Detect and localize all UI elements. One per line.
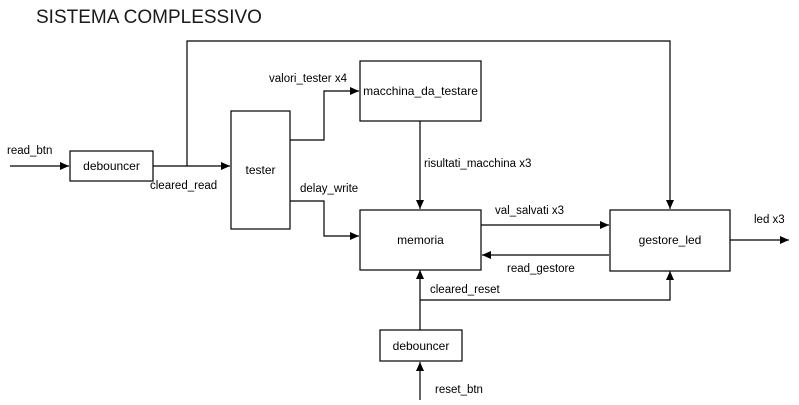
block-macchina-label: macchina_da_testare	[363, 84, 478, 98]
label-valori-tester: valori_tester x4	[269, 73, 348, 85]
block-memoria: memoria	[359, 209, 482, 271]
label-delay-write: delay_write	[300, 183, 358, 195]
block-gestore-led: gestore_led	[609, 209, 731, 272]
block-debouncer-reset-label: debouncer	[393, 339, 450, 353]
block-memoria-label: memoria	[397, 233, 444, 247]
wire-cleared-read-to-gestore	[186, 40, 674, 209]
label-led-output: led x3	[754, 214, 785, 226]
wire-delay-write	[290, 200, 359, 240]
wire-cleared-reset-to-gestore	[420, 271, 674, 301]
block-tester: tester	[230, 110, 291, 230]
label-read-btn: read_btn	[7, 145, 52, 157]
diagram-title: SISTEMA COMPLESSIVO	[36, 7, 262, 28]
block-macchina-da-testare: macchina_da_testare	[359, 60, 482, 122]
block-debouncer-reset: debouncer	[379, 329, 463, 362]
block-gestore-led-label: gestore_led	[639, 233, 702, 247]
label-val-salvati: val_salvati x3	[495, 205, 564, 217]
wire-valori-tester	[290, 87, 359, 141]
label-read-gestore: read_gestore	[507, 263, 575, 275]
label-reset-btn: reset_btn	[435, 384, 483, 396]
label-risultati-macchina: risultati_macchina x3	[424, 158, 531, 170]
block-tester-label: tester	[245, 163, 275, 177]
block-debouncer-read-label: debouncer	[83, 159, 140, 173]
label-cleared-reset: cleared_reset	[430, 284, 500, 296]
block-debouncer-read: debouncer	[69, 150, 154, 182]
label-cleared-read: cleared_read	[150, 180, 217, 192]
